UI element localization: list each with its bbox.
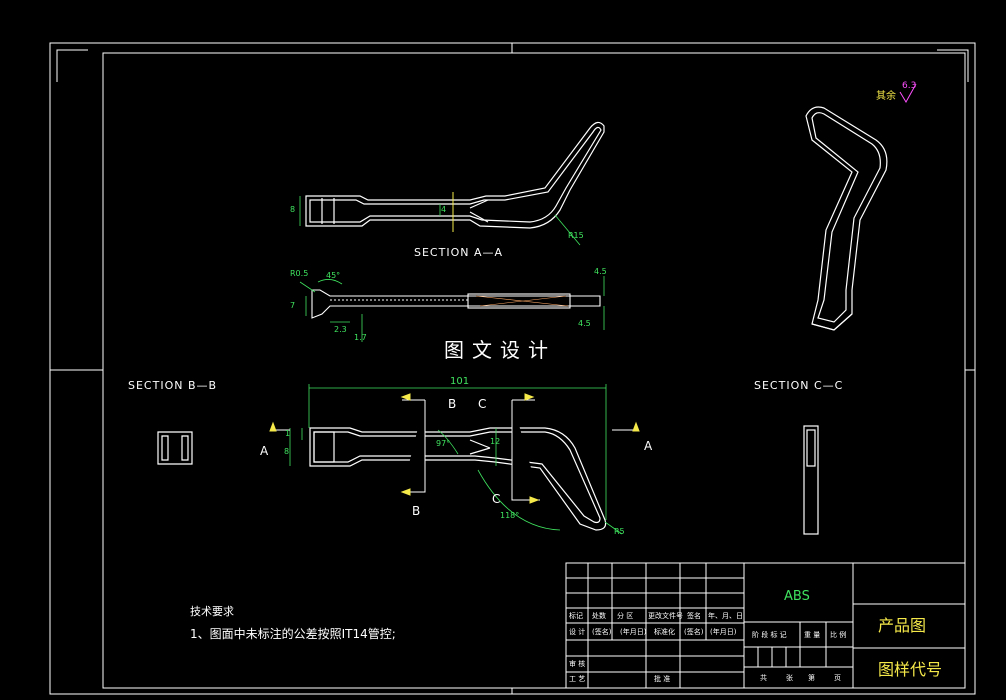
section-letter-c-top: C [478, 397, 487, 411]
dim-top-radius: R15 [568, 231, 584, 240]
surface-finish-label: 其余 [876, 91, 896, 102]
section-letter-a-left: A [260, 444, 269, 458]
title-drawing-code: 图样代号 [878, 660, 943, 679]
tb-row2-1: (签名) [592, 628, 612, 636]
surface-finish-value: 6.3 [902, 81, 917, 91]
main-view-section-lines [270, 399, 636, 501]
dim-sec-4-5-top: 4.5 [594, 267, 607, 276]
notes-title: 技术要求 [190, 605, 234, 618]
dim-top-slot: 4 [441, 205, 447, 214]
isometric-view [805, 106, 888, 331]
surface-finish-symbol [899, 83, 917, 103]
section-cc-title: SECTION C—C [754, 379, 844, 392]
tb-row3-0: 审 核 [569, 660, 586, 668]
tb-stage-2: 比 例 [830, 631, 847, 639]
dim-sec-r: R0.5 [290, 269, 309, 278]
tb-row4-1: 批 准 [654, 675, 671, 683]
tb-row1-0: 标记 [569, 612, 583, 620]
section-cc-view [803, 425, 819, 535]
tb-row2-5: (年月日) [710, 628, 737, 636]
tb-row1-5: 年、月、日 [708, 612, 743, 620]
tb-sheet-2: 第 [808, 674, 815, 682]
dim-main-1: 1 [285, 429, 291, 438]
title-block [565, 562, 966, 689]
tb-sheet-3: 页 [834, 674, 841, 682]
side-profile-dims [299, 276, 605, 342]
dim-main-118: 118° [500, 511, 520, 520]
main-view [309, 427, 607, 531]
tb-row2-2: (年月日) [620, 628, 647, 636]
section-letter-a-right: A [644, 439, 653, 453]
drawing-frame [49, 42, 976, 695]
dim-sec-4-5-bottom: 4.5 [578, 319, 591, 328]
tb-stage-1: 重 量 [804, 631, 821, 639]
section-bb-view [157, 431, 193, 465]
dim-sec-angle: 45° [326, 271, 341, 280]
tb-row1-3: 更改文件号 [648, 612, 683, 620]
tb-row1-4: 签名 [687, 612, 701, 620]
dim-sec-1-7: 1.7 [354, 333, 367, 342]
dim-top-height: 8 [290, 205, 296, 214]
tb-sheet-1: 张 [786, 674, 793, 682]
side-profile-view [311, 289, 601, 319]
watermark-text: 图文设计 [444, 338, 556, 362]
dim-sec-7: 7 [290, 301, 296, 310]
section-aa-title: SECTION A—A [414, 246, 504, 259]
section-aa-dims [299, 196, 581, 246]
tb-row1-1: 处数 [592, 612, 606, 620]
section-aa-view [305, 121, 605, 229]
section-letter-b-bottom: B [412, 504, 421, 518]
title-part-type: 产品图 [878, 616, 927, 635]
tb-row1-2: 分 区 [617, 612, 634, 620]
title-material: ABS [784, 589, 810, 604]
dim-main-97: 97° [436, 439, 451, 448]
tb-row2-0: 设 计 [569, 628, 586, 636]
dim-main-r5: R5 [614, 527, 625, 536]
tb-stage-0: 阶 段 标 记 [752, 631, 787, 639]
tb-row4-0: 工 艺 [569, 675, 586, 683]
dim-overall-length: 101 [450, 376, 470, 387]
main-view-dims [289, 384, 623, 535]
section-bb-title: SECTION B—B [128, 379, 218, 392]
section-arrows [269, 393, 640, 504]
dim-main-8: 8 [284, 447, 290, 456]
dim-sec-2-3: 2.3 [334, 325, 347, 334]
tb-row2-4: (签名) [684, 628, 704, 636]
notes-line-1: 1、图面中未标注的公差按照IT14管控; [190, 627, 396, 641]
tb-row2-3: 标准化 [654, 628, 675, 636]
dim-main-12: 12 [490, 437, 501, 446]
tb-sheet-0: 共 [760, 674, 767, 682]
section-letter-b-top: B [448, 397, 457, 411]
section-letter-c-mid: C [492, 492, 501, 506]
